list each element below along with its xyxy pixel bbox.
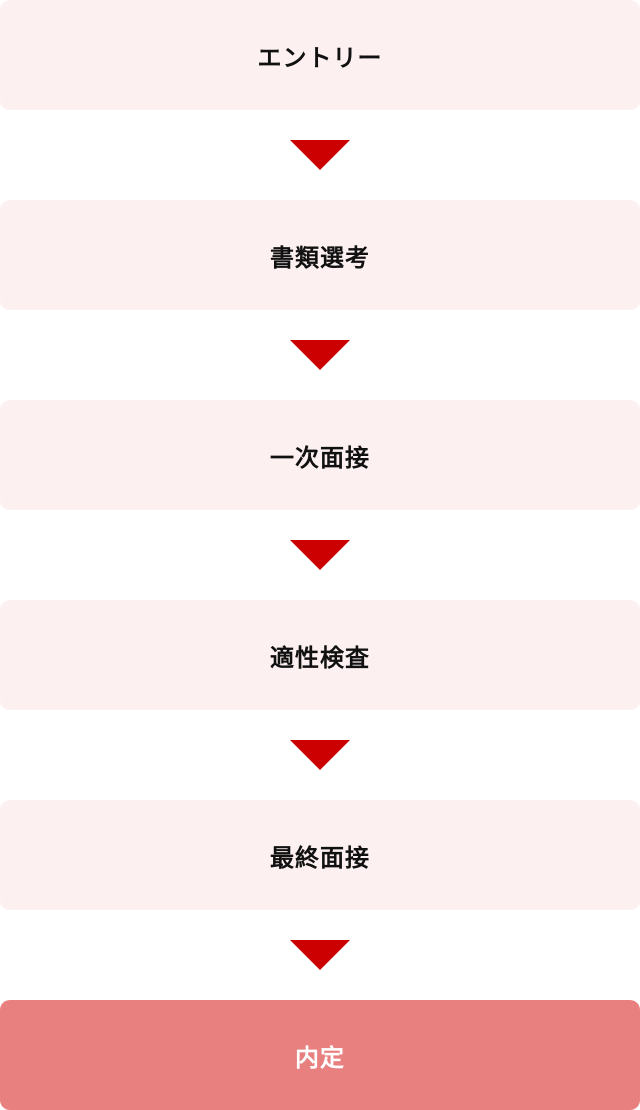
step-label: 書類選考 <box>270 243 370 272</box>
step-label: 最終面接 <box>270 843 370 872</box>
step-label: 一次面接 <box>270 443 370 472</box>
flow-connector <box>0 510 640 600</box>
step-label: 適性検査 <box>270 643 370 672</box>
triangle-down-icon <box>290 540 350 570</box>
triangle-down-icon <box>290 940 350 970</box>
step-first-interview: 一次面接 <box>0 400 640 510</box>
flow-connector <box>0 310 640 400</box>
triangle-down-icon <box>290 740 350 770</box>
flow-connector <box>0 910 640 1000</box>
flow-connector <box>0 710 640 800</box>
step-final-interview: 最終面接 <box>0 800 640 910</box>
step-job-offer: 内定 <box>0 1000 640 1110</box>
step-label: エントリー <box>257 43 383 72</box>
step-label: 内定 <box>295 1043 345 1072</box>
step-entry: エントリー <box>0 0 640 110</box>
triangle-down-icon <box>290 140 350 170</box>
flow-connector <box>0 110 640 200</box>
triangle-down-icon <box>290 340 350 370</box>
step-aptitude-test: 適性検査 <box>0 600 640 710</box>
step-document-screening: 書類選考 <box>0 200 640 310</box>
